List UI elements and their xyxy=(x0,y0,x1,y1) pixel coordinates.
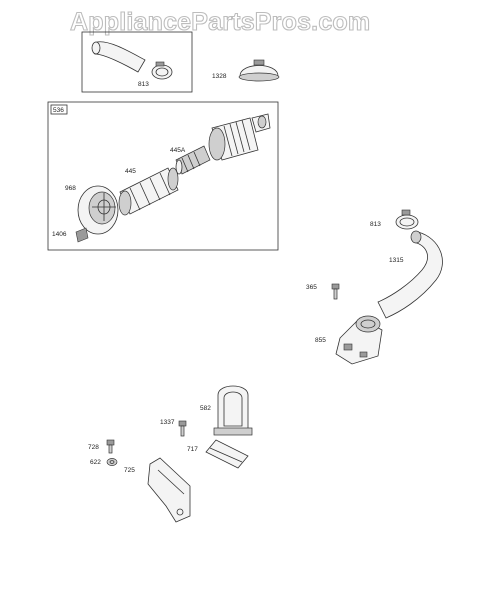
label-622: 622 xyxy=(90,459,101,466)
label-1337: 1337 xyxy=(160,419,175,426)
label-813-right: 813 xyxy=(370,221,381,228)
pre-filter-445A[interactable] xyxy=(175,145,211,175)
clamp-813-right[interactable] xyxy=(395,209,419,230)
label-536: 536 xyxy=(53,107,64,114)
screw-728[interactable] xyxy=(106,439,115,454)
bracket-582[interactable] xyxy=(213,385,253,436)
label-728: 728 xyxy=(88,444,99,451)
label-536-frame xyxy=(50,104,68,115)
cap-1328[interactable] xyxy=(238,59,280,82)
label-855: 855 xyxy=(315,337,326,344)
nut-622[interactable] xyxy=(106,458,118,466)
label-1406: 1406 xyxy=(52,231,67,238)
clamp-813-top[interactable] xyxy=(151,61,173,80)
adapter-855[interactable] xyxy=(335,315,383,365)
plate-717[interactable] xyxy=(205,439,249,469)
label-1328: 1328 xyxy=(212,73,227,80)
label-365: 365 xyxy=(306,284,317,291)
label-1315: 1315 xyxy=(389,257,404,264)
label-445A: 445A xyxy=(170,147,186,154)
clip-1406[interactable] xyxy=(75,227,89,243)
label-445: 445 xyxy=(125,168,136,175)
hose-part-top[interactable] xyxy=(91,41,146,73)
label-813-top: 813 xyxy=(138,81,149,88)
label-582: 582 xyxy=(200,405,211,412)
air-cleaner-housing[interactable] xyxy=(208,113,271,161)
cover-968[interactable] xyxy=(77,185,119,235)
screw-1337[interactable] xyxy=(178,420,187,437)
bracket-725[interactable] xyxy=(147,457,191,523)
assembly-536-box xyxy=(47,101,279,251)
filter-445[interactable] xyxy=(118,167,179,216)
hose-1315[interactable] xyxy=(377,230,443,319)
screw-365[interactable] xyxy=(331,283,340,300)
label-717: 717 xyxy=(187,446,198,453)
label-968: 968 xyxy=(65,185,76,192)
label-725: 725 xyxy=(124,467,135,474)
watermark-text: AppliancePartsPros.com xyxy=(70,8,370,36)
top-left-box xyxy=(81,31,193,93)
